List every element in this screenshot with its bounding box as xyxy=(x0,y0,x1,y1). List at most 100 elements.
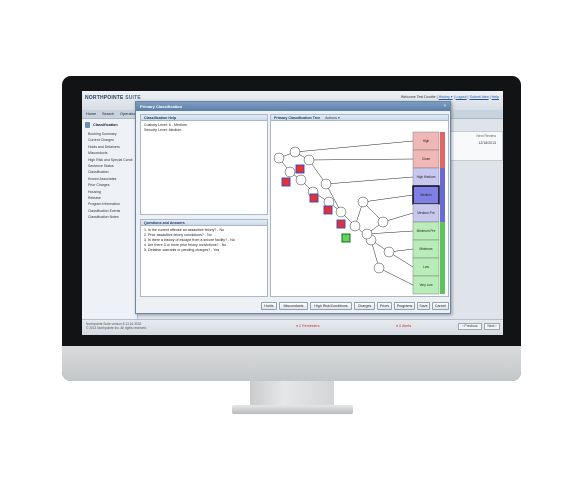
questions-answers-panel: Questions and Answers 1. Is the current … xyxy=(140,219,268,297)
version-info: Northpointe Suite version 8.13.16.3032 ©… xyxy=(86,322,147,330)
sidebar-item[interactable]: Holds and Detainers xyxy=(88,144,120,149)
outcome-label: Medium Pre xyxy=(417,211,434,215)
charges-button[interactable]: Charges xyxy=(354,302,375,310)
outcome-label: High Medium xyxy=(417,175,436,179)
sidebar-item[interactable]: Program Information xyxy=(88,202,120,207)
tree-panel-header: Primary Classification Tree Actions ▾ xyxy=(271,115,448,121)
decision-square-5 xyxy=(341,233,351,243)
monitor-stand-foot xyxy=(232,405,353,414)
sidebar-item[interactable]: Release xyxy=(88,196,101,201)
group-bar-close xyxy=(440,132,445,168)
tree-node-12 xyxy=(377,216,389,228)
app-logo: NORTHPOINTE SUITE xyxy=(85,95,141,101)
sidebar-item[interactable]: Known Associates xyxy=(88,176,117,181)
alerts-link[interactable]: ● 0 Alerts xyxy=(396,324,412,328)
decision-square-3 xyxy=(323,205,333,215)
logout-link[interactable]: Logout xyxy=(455,95,467,99)
qa-line: 3. Is there a history of escape from a s… xyxy=(144,238,235,242)
misconducts-button[interactable]: Misconducts xyxy=(279,302,308,310)
help-line: Custody Level: 6 - Medium xyxy=(144,123,187,127)
sidebar-list: Booking Summary Current Charges Holds an… xyxy=(88,131,132,221)
menu-home[interactable]: Home xyxy=(86,112,97,116)
tree-edge-7 xyxy=(325,183,342,213)
outcome-label: Low xyxy=(423,265,430,269)
status-bar: Northpointe Suite version 8.13.16.3032 ©… xyxy=(82,319,503,335)
next-review-header: Next Review xyxy=(476,134,496,138)
qa-panel-title: Questions and Answers xyxy=(141,220,267,226)
sidebar-item[interactable]: Classification Notes xyxy=(88,215,119,220)
tree-node-0 xyxy=(273,152,285,164)
tree-node-15 xyxy=(361,228,373,240)
previous-button[interactable]: ‹ Previous xyxy=(458,323,482,330)
sidebar-item[interactable]: Current Charges xyxy=(88,138,114,143)
qa-line: 1. Is the current offense an assaultive … xyxy=(144,228,225,232)
sidebar-item[interactable]: Misconducts xyxy=(88,151,108,156)
help-line: Security Level: Medium xyxy=(144,128,182,132)
next-review-value: 12/18/2013 xyxy=(478,141,496,145)
close-icon[interactable]: × xyxy=(443,103,447,108)
version-line: Northpointe Suite version 8.13.16.3032 xyxy=(86,322,142,326)
tree-node-6 xyxy=(320,178,332,190)
tree-node-4 xyxy=(303,154,315,166)
sidebar-item[interactable]: Classification Events xyxy=(88,208,121,213)
next-button[interactable]: Next › xyxy=(484,323,500,330)
logo-brand: NORTHPOINTE xyxy=(85,95,124,101)
submit-idea-link[interactable]: Submit Idea xyxy=(469,95,489,99)
tree-node-1 xyxy=(284,166,296,178)
qa-line: 2. Prior assaultive felony convictions? … xyxy=(144,233,212,237)
cancel-button[interactable]: Cancel xyxy=(432,302,449,310)
save-button[interactable]: Save xyxy=(417,302,430,310)
sidebar-item[interactable]: Prior Charges xyxy=(88,183,110,188)
sidebar-item[interactable]: High Risk and Special Condi xyxy=(88,157,133,162)
tree-node-9 xyxy=(349,220,361,232)
group-bar-medium xyxy=(440,168,445,222)
logo-suffix: SUITE xyxy=(125,95,141,101)
menu-operations[interactable]: Operations xyxy=(120,112,139,116)
sidebar-item[interactable]: Classification xyxy=(88,170,109,175)
classification-help-panel: Classification Help Custody Level: 6 - M… xyxy=(140,114,268,215)
programs-button[interactable]: Programs xyxy=(394,302,415,310)
classification-icon xyxy=(85,122,90,128)
actions-menu[interactable]: Actions ▾ xyxy=(325,116,340,120)
welcome-text: Welcome Test Douttie | xyxy=(400,95,438,99)
outcome-edge-2 xyxy=(325,176,414,185)
outcome-edge-3 xyxy=(362,194,414,203)
help-link[interactable]: Help xyxy=(491,95,499,99)
classification-tree-panel: Primary Classification Tree Actions ▾ Hi… xyxy=(270,114,449,297)
help-panel-body: Custody Level: 6 - Medium Security Level… xyxy=(144,123,187,133)
sidebar-item[interactable]: Sentence Status xyxy=(88,164,114,169)
user-links: Welcome Test Douttie | History ▾ | Logou… xyxy=(400,95,499,99)
decision-square-2 xyxy=(309,193,319,203)
monitor-chin xyxy=(62,346,521,381)
menu-search[interactable]: Search xyxy=(102,112,115,116)
decision-square-1 xyxy=(295,164,305,174)
qa-line: 4. Are there 3 or more prior felony conv… xyxy=(144,243,227,247)
dialog-button-row: Holds Misconducts High Risk/Conditions C… xyxy=(136,302,452,312)
tree-node-13 xyxy=(383,246,395,258)
outcome-edge-1 xyxy=(308,158,414,161)
reminders-link[interactable]: ● 2 Reminders xyxy=(296,324,320,328)
outcome-edge-0 xyxy=(294,140,414,153)
copyright-line: © 2013 Northpointe Inc. All rights reser… xyxy=(86,326,147,331)
outcome-edge-5 xyxy=(366,230,414,235)
history-link[interactable]: History ▾ xyxy=(438,95,453,99)
group-bar-minimum xyxy=(440,222,445,294)
outcome-label: Medium xyxy=(420,193,432,197)
tree-node-2 xyxy=(295,174,307,186)
dialog-title: Primary Classification xyxy=(136,102,450,111)
decision-square-4 xyxy=(336,219,346,229)
sidebar-title: Classification xyxy=(93,123,118,127)
holds-button[interactable]: Holds xyxy=(261,302,277,310)
sidebar-item[interactable]: Housing xyxy=(88,189,101,194)
tree-node-3 xyxy=(289,146,301,158)
high-risk-conditions-button[interactable]: High Risk/Conditions xyxy=(310,302,352,310)
sidebar: Classification Booking Summary Current C… xyxy=(82,119,138,319)
outcome-label: High xyxy=(423,139,430,143)
outcome-label: Minimum Pre xyxy=(417,229,436,233)
app-screen: NORTHPOINTE SUITE Welcome Test Douttie |… xyxy=(82,91,503,335)
tree-node-8 xyxy=(335,206,347,218)
priors-button[interactable]: Priors xyxy=(377,302,392,310)
sidebar-item[interactable]: Booking Summary xyxy=(88,132,117,136)
